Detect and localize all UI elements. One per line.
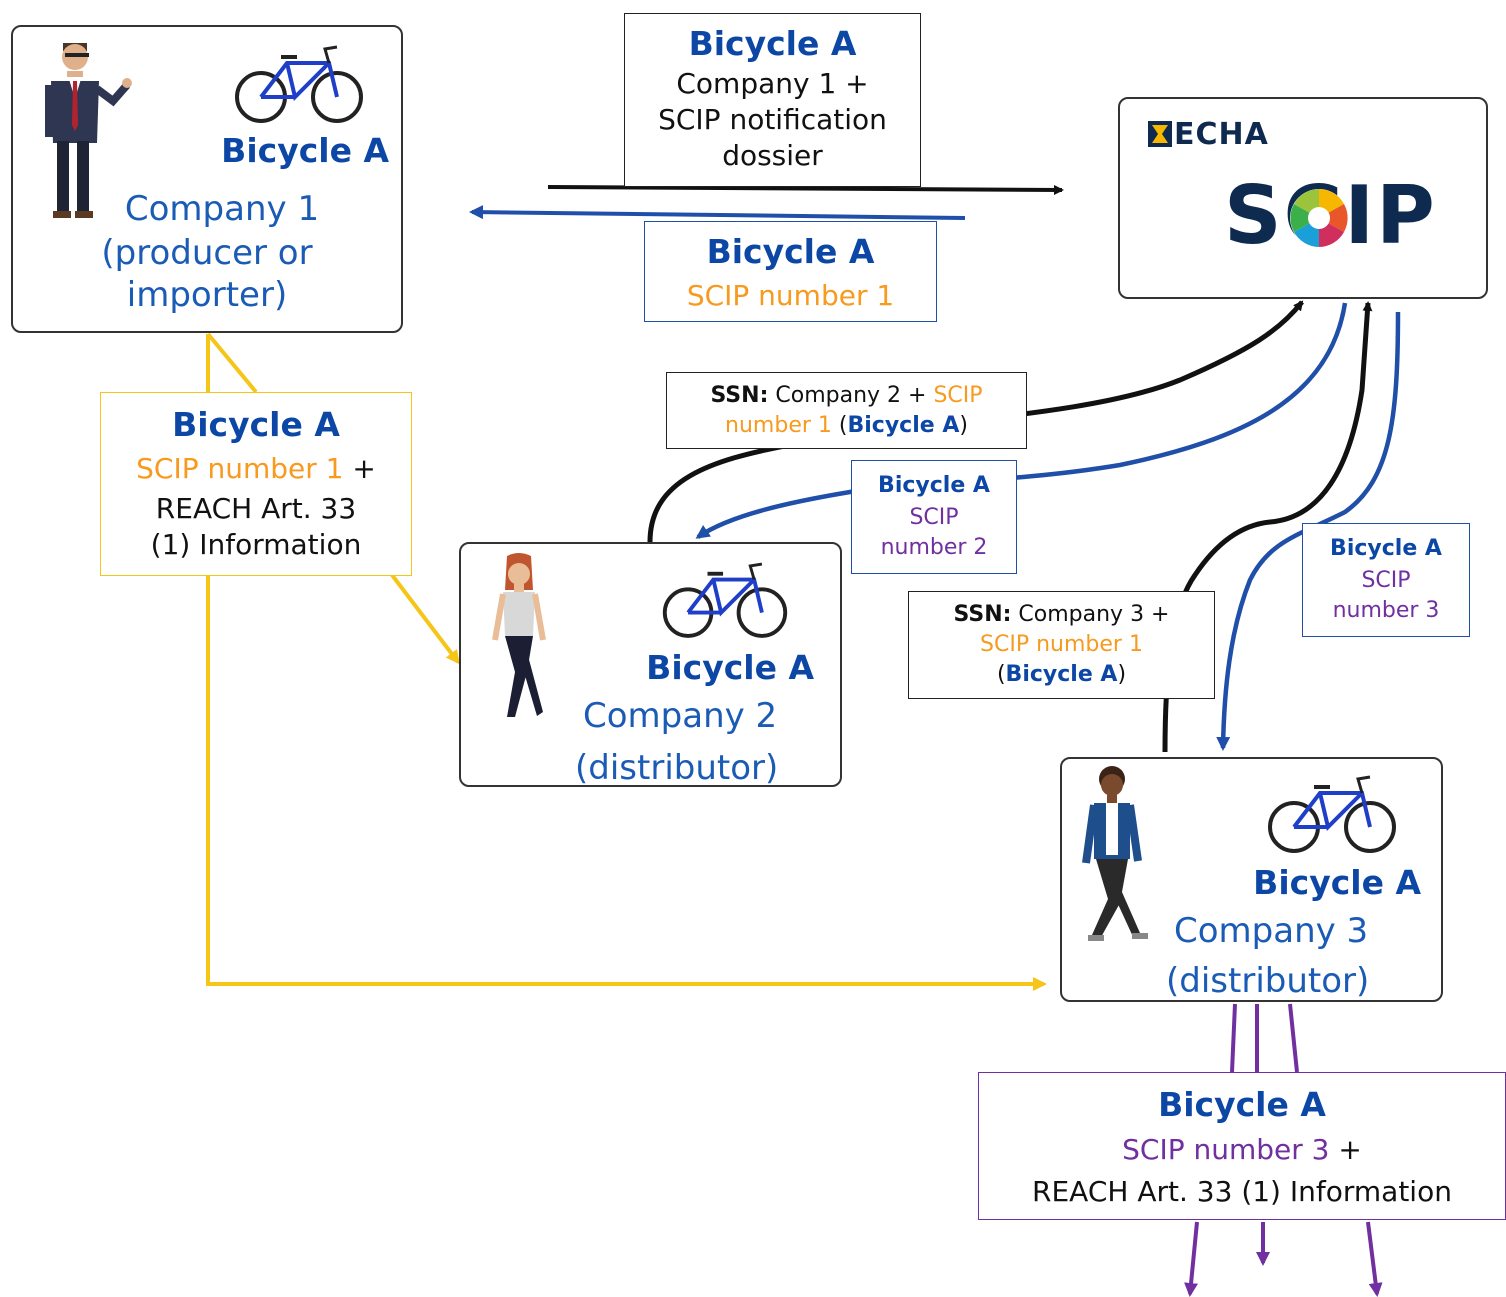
bicycle-icon [662,562,788,638]
businessman-icon [45,43,132,218]
company-2-product: Bicycle A [646,648,814,687]
scip-2-line2: number 2 [880,535,988,560]
ssn-3-label: SSN: [953,602,1012,627]
purple-arrow-out-1 [1184,1221,1199,1297]
ssn-3-line3: (Bicycle A) [996,662,1127,687]
company-2-box: Bicycle A Company 2 (distributor) [459,542,842,788]
echa-scip-box: ECHA SCIP [1118,97,1488,299]
bottom-scip-number: SCIP number 3 [1122,1133,1330,1166]
purple-lines-company3-to-bottom [1230,1003,1299,1073]
echa-logo-text: ECHA [1174,117,1269,152]
ssn-2-label: SSN: [710,383,769,408]
notification-box: Bicycle A Company 1 + SCIP notification … [624,13,921,187]
reach-info-scip-number: SCIP number 1 [136,452,344,485]
ssn-2-scip-a: SCIP [933,383,983,408]
bicycle-icon [235,45,363,123]
scip-number-2-box: Bicycle A SCIP number 2 [851,460,1017,574]
scip-number-1-box: Bicycle A SCIP number 1 [644,221,937,322]
scip-2-product: Bicycle A [878,473,990,498]
company-1-role-line2: importer) [126,275,288,315]
yellow-line-company1-to-infobox [206,332,258,394]
scip-3-product: Bicycle A [1330,536,1442,561]
arrow-scip-number-3 [1216,311,1401,751]
bottom-product: Bicycle A [1158,1085,1326,1124]
scip-reply-number: SCIP number 1 [686,279,895,312]
arrow-notification [547,184,1064,195]
company-2-name: Company 2 [583,696,778,736]
ssn-2-scip-b: number 1 [725,413,832,438]
notification-line1: Company 1 + [676,67,869,100]
ssn-3-scip: SCIP number 1 [980,632,1143,657]
company-2-role: (distributor) [575,748,779,788]
scip-2-line1: SCIP [909,505,959,530]
bottom-line2: REACH Art. 33 (1) Information [1032,1175,1452,1208]
bottom-info-box: Bicycle A SCIP number 3 + REACH Art. 33 … [978,1072,1506,1220]
scip-reply-product: Bicycle A [706,232,875,271]
notification-line2: SCIP notification [658,103,887,136]
ssn-3-company: Company 3 + [1011,602,1170,627]
reach-info-box: Bicycle A SCIP number 1 + REACH Art. 33 … [100,392,412,576]
reach-info-line1: SCIP number 1 + [101,447,411,491]
company-3-name: Company 3 [1174,911,1369,951]
company-1-text: Company 1 (producer or importer) [13,187,401,315]
bottom-plus: + [1329,1133,1362,1166]
scip-3-line2: number 3 [1332,598,1440,623]
yellow-arrow-to-company2 [390,573,460,665]
reach-info-line3: (1) Information [150,528,362,561]
ssn-3-line1: SSN: Company 3 + [909,600,1214,630]
reach-info-product: Bicycle A [172,405,340,444]
echa-logo-icon [1148,121,1172,147]
notification-product: Bicycle A [688,24,857,63]
reach-info-plus: + [343,452,376,485]
ssn-3-product: Bicycle A [1005,662,1118,687]
ssn-company-3-box: SSN: Company 3 + SCIP number 1 (Bicycle … [908,591,1215,699]
purple-arrow-out-3 [1366,1221,1383,1297]
ssn-2-line1: SSN: Company 2 + SCIP [667,381,1026,411]
scip-number-3-box: Bicycle A SCIP number 3 [1302,523,1470,637]
scip-logo-icon [1290,189,1348,247]
company-3-role: (distributor) [1166,961,1370,1001]
scip-3-line1: SCIP [1361,568,1411,593]
company-1-role-line1: (producer or [101,233,313,273]
company-1-box: Bicycle A Company 1 (producer or importe… [11,25,403,333]
ssn-2-product: Bicycle A [847,413,960,438]
bottom-line1: SCIP number 3 + [979,1129,1505,1171]
arrow-scip-number-1 [469,205,966,220]
company-3-box: Bicycle A Company 3 (distributor) [1060,757,1443,1002]
woman-walking-icon [492,553,546,717]
ssn-company-2-box: SSN: Company 2 + SCIP number 1 (Bicycle … [666,372,1027,449]
reach-info-line2: REACH Art. 33 [155,492,357,525]
bicycle-icon [1268,775,1396,853]
company-3-product: Bicycle A [1253,863,1421,902]
ssn-2-line2: number 1 (Bicycle A) [725,413,968,438]
product-label: Bicycle A [221,131,389,170]
yellow-arrow-to-company3 [206,575,1047,991]
notification-line3: dossier [722,139,823,172]
ssn-2-company: Company 2 + [768,383,934,408]
company-1-name: Company 1 [124,189,320,229]
man-walking-icon [1082,766,1148,941]
